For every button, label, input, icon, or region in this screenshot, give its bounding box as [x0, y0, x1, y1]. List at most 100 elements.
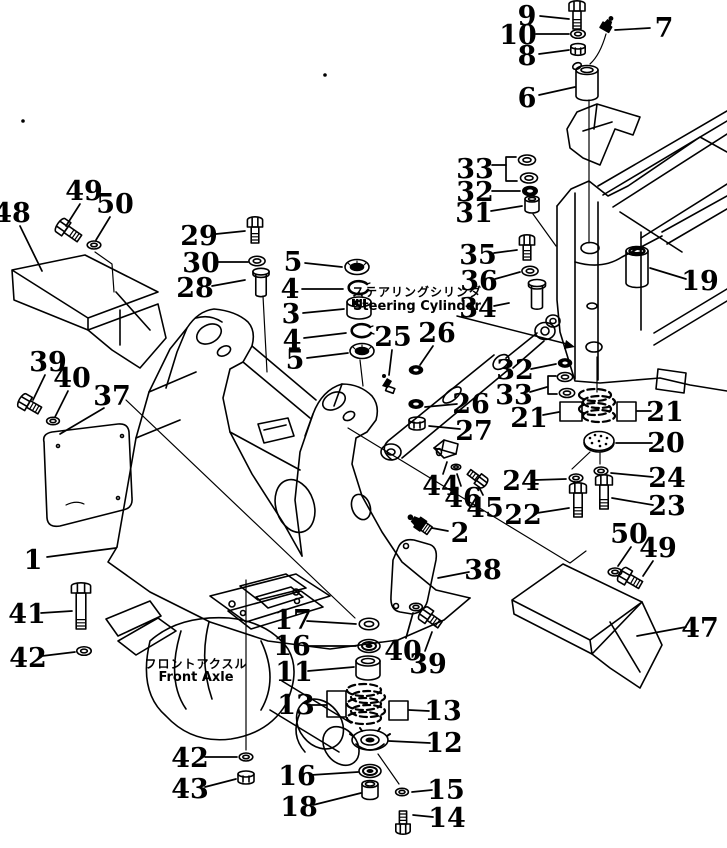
part-lock-nut [408, 398, 424, 410]
callout-label-16: 16 [273, 631, 311, 662]
leader-line [456, 473, 462, 487]
left-fender-line-art [11, 254, 167, 369]
callout-label-9: 9 [518, 1, 537, 32]
part-bearing-assembly [349, 727, 391, 751]
leader-line [649, 267, 687, 280]
part-washer [45, 416, 61, 426]
leader-line [431, 527, 449, 532]
callout-label-39: 39 [409, 649, 447, 680]
callout-label-24: 24 [502, 466, 540, 497]
part-callout-bracket [559, 401, 583, 422]
callout-label-50: 50 [610, 519, 648, 550]
leader-line [530, 363, 557, 370]
part-washer [238, 752, 254, 762]
part-clevis-pin [252, 267, 270, 298]
part-hex-nut [408, 416, 426, 431]
part-washer [558, 387, 576, 399]
callout-label-32: 32 [496, 355, 534, 386]
part-spacer-bushing [625, 245, 649, 289]
leader-line [538, 49, 570, 55]
leader-line [437, 571, 470, 579]
leader-line [529, 386, 548, 393]
callout-label-48: 48 [0, 198, 31, 229]
leader-line [539, 15, 570, 20]
steering-cylinder-leader [456, 315, 572, 346]
part-bushing [361, 779, 379, 801]
leader-line [312, 792, 362, 806]
callout-label-10: 10 [499, 20, 537, 51]
part-washer [408, 602, 424, 612]
part-bushing [524, 195, 540, 214]
right-fender-line-art [511, 563, 663, 689]
callout-label-16: 16 [278, 761, 316, 792]
part-hex-bolt [518, 234, 536, 261]
part-washer [517, 154, 537, 166]
leader-line [306, 620, 357, 625]
part-hex-bolt [417, 606, 443, 629]
callout-label-36: 36 [460, 266, 498, 297]
leader-line [32, 374, 46, 401]
leader-line [542, 411, 560, 416]
leader-line [536, 507, 570, 514]
part-hex-bolt [54, 217, 83, 243]
part-callout-bracket [616, 401, 637, 422]
callout-label-49: 49 [65, 176, 103, 207]
callout-label-5: 5 [286, 345, 305, 376]
leader-line [642, 560, 654, 577]
part-callout-bracket [388, 700, 409, 721]
part-collar [355, 655, 381, 681]
leader-line [493, 302, 510, 307]
part-elbow-fitting [382, 374, 396, 395]
callout-label-30: 30 [182, 248, 220, 279]
part-snap-ring [350, 322, 375, 339]
callout-label-26: 26 [418, 318, 456, 349]
part-washer [75, 645, 93, 657]
part-hex-bolt [568, 0, 586, 30]
callout-label-21: 21 [646, 397, 684, 428]
part-lock-nut [408, 365, 424, 375]
leader-line [306, 352, 349, 359]
callout-label-18: 18 [280, 792, 318, 823]
part-shim-stack [345, 682, 387, 726]
callout-label-25: 25 [374, 322, 412, 353]
callout-label-46: 46 [444, 483, 482, 514]
rear-frame-line-art [556, 103, 727, 394]
leader-line [310, 771, 359, 776]
leader-line [411, 789, 433, 793]
callout-label-28: 28 [176, 273, 214, 304]
part-hex-bolt [466, 468, 489, 489]
leader-line [442, 461, 448, 475]
callout-label-1: 1 [24, 545, 43, 576]
leader-line [40, 610, 73, 614]
callout-label-23: 23 [648, 491, 686, 522]
leader-line [302, 308, 345, 314]
steering-cylinder-arrowhead [564, 340, 575, 349]
callout-label-35: 35 [459, 240, 497, 271]
leader-line [505, 156, 518, 182]
part-spherical-bearing [346, 296, 372, 320]
callout-label-17: 17 [274, 605, 312, 636]
callout-label-49: 49 [639, 533, 677, 564]
leader-line [204, 778, 237, 788]
part-clevis-pin [527, 278, 547, 310]
callout-label-27: 27 [455, 416, 493, 447]
callout-label-40: 40 [384, 636, 422, 667]
leader-line [46, 547, 117, 558]
part-hex-bolt [16, 392, 43, 415]
part-lock-washer [522, 185, 538, 197]
front-axle-line-art [105, 586, 360, 767]
leader-line [95, 216, 111, 241]
leader-line [59, 407, 105, 435]
callout-label-42: 42 [171, 743, 209, 774]
part-washer [450, 463, 462, 471]
steering-cylinder-label-en: Steering Cylinder [353, 299, 481, 314]
callout-label-13: 13 [424, 696, 462, 727]
part-lock-washer [557, 358, 573, 368]
leader-line [424, 403, 458, 408]
leader-line [419, 345, 434, 366]
leader-line [388, 740, 431, 744]
front-frame-line-art [107, 308, 471, 650]
part-hex-bolt [616, 566, 644, 590]
